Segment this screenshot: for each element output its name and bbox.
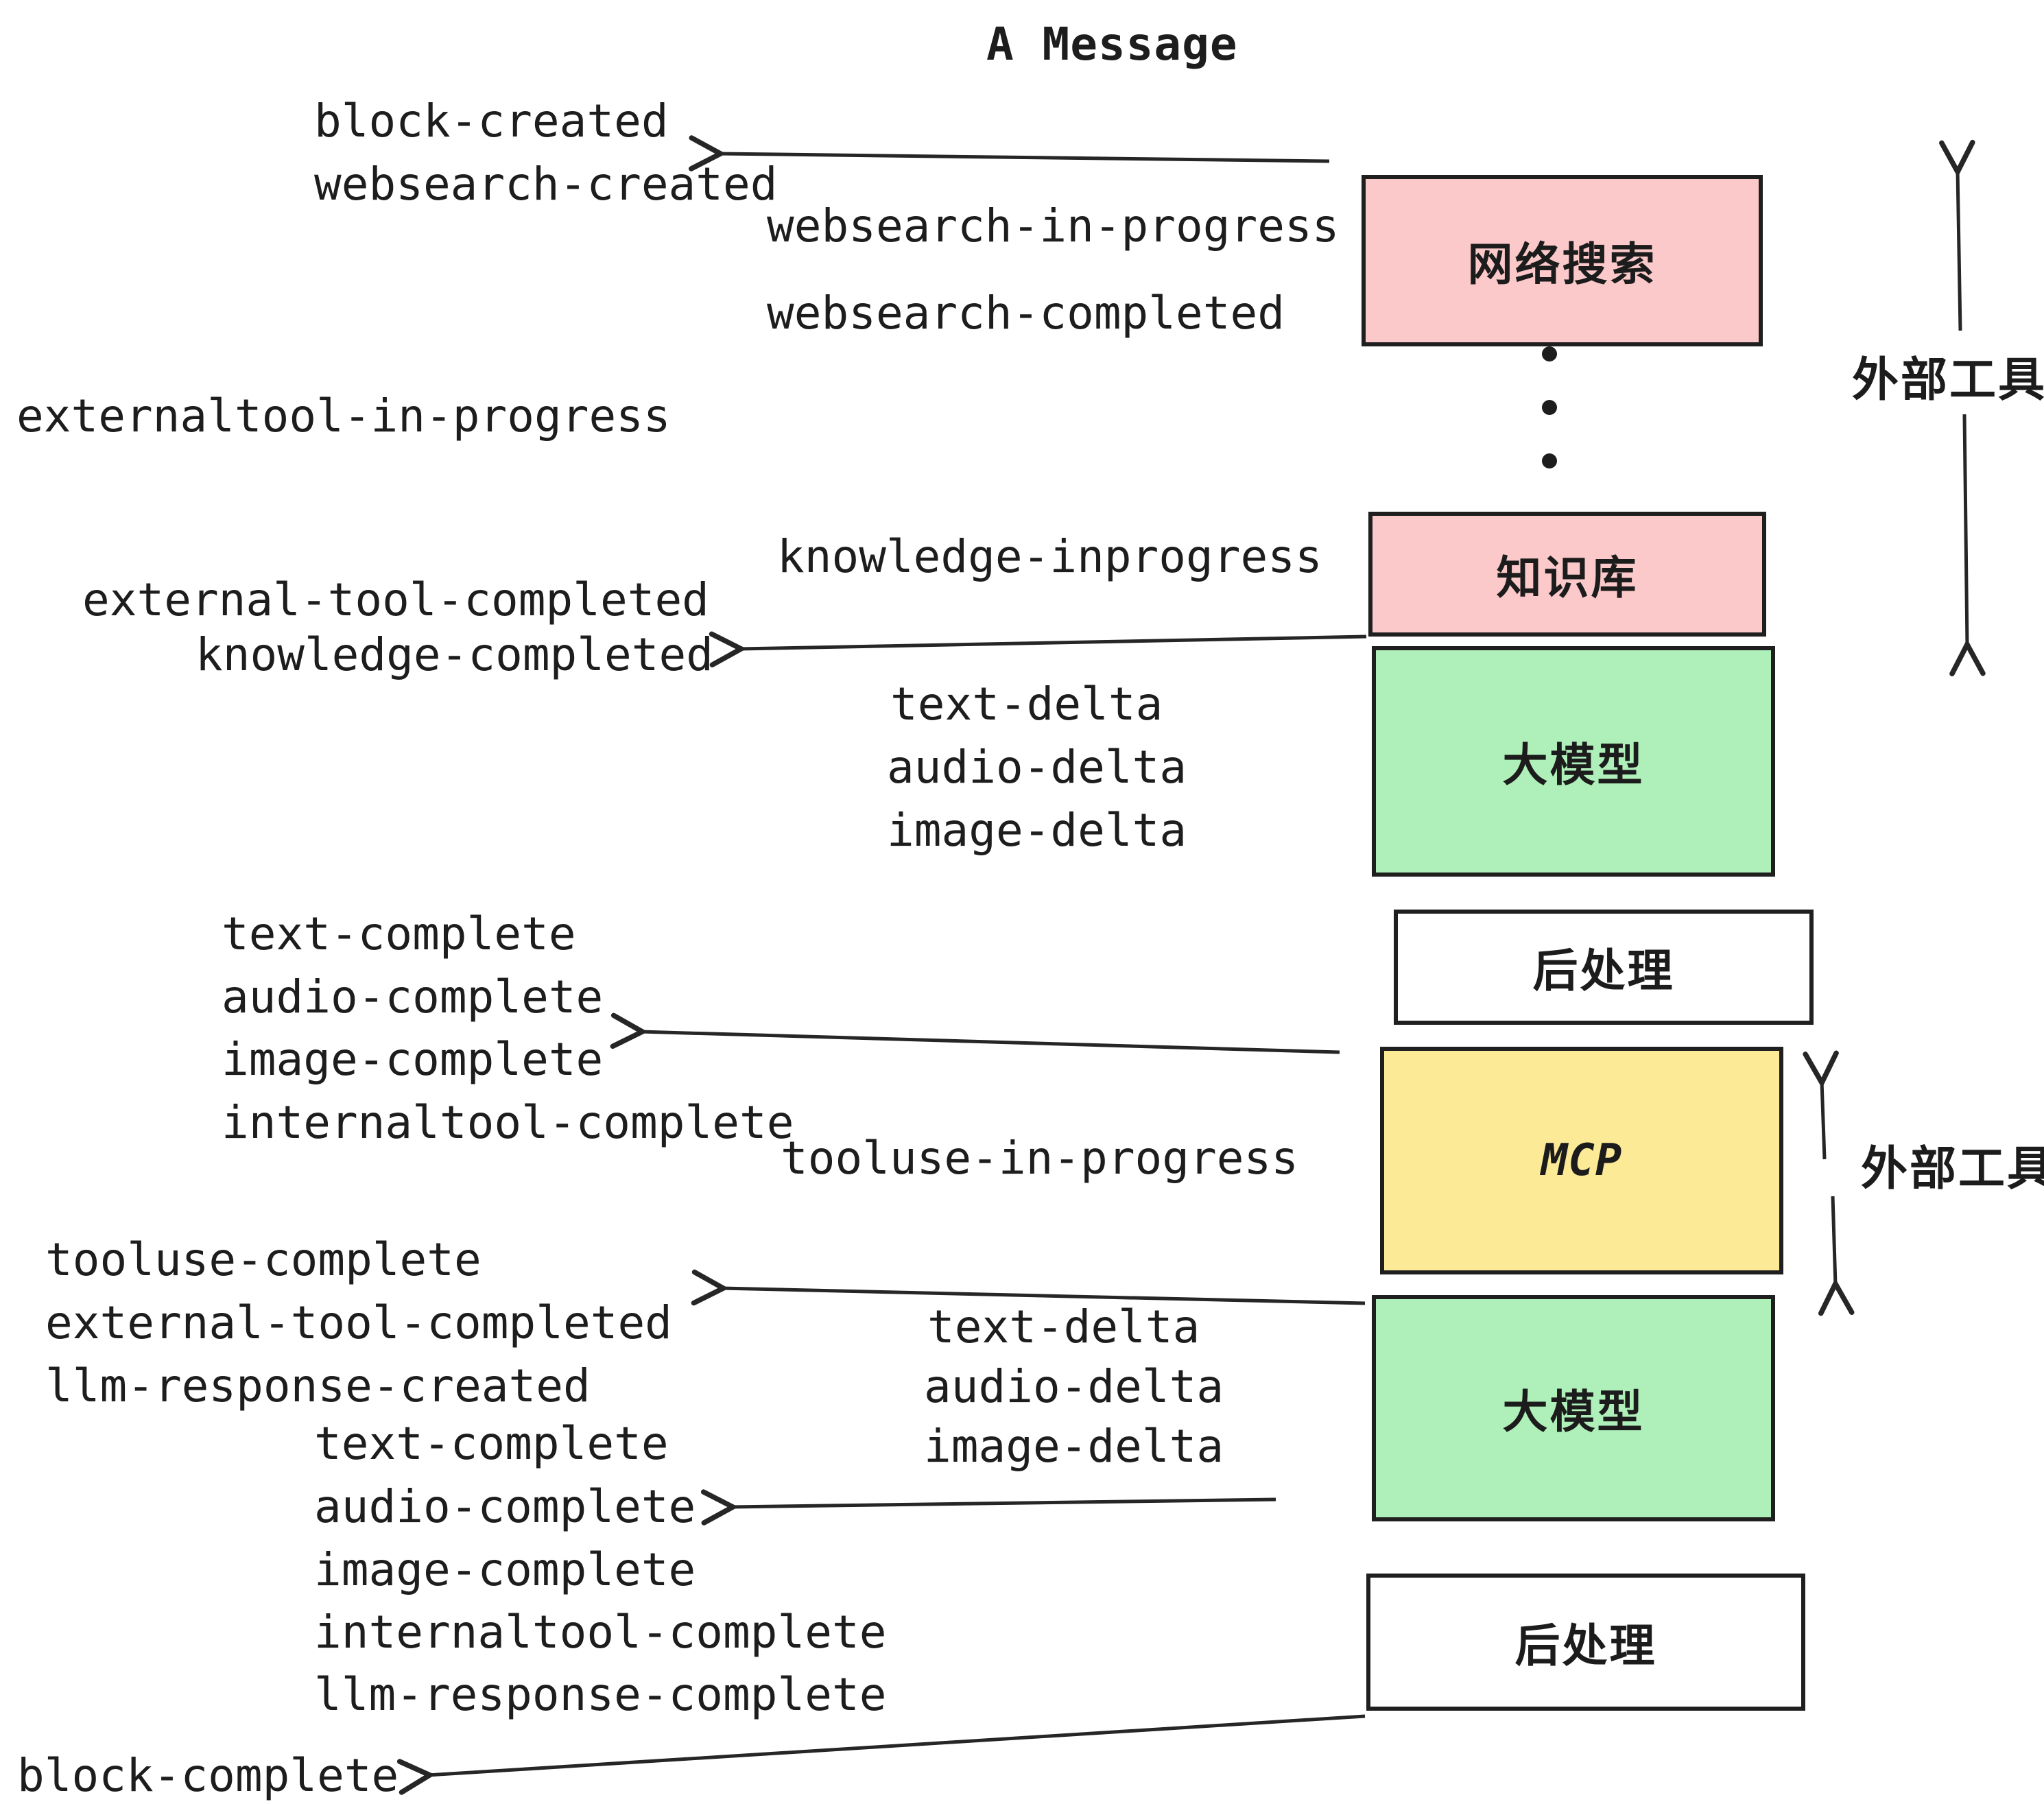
arrow-external-tools-2-up	[1822, 1081, 1825, 1160]
event-image-complete-2: image-complete	[314, 1543, 696, 1596]
event-text-complete-2: text-complete	[314, 1417, 669, 1470]
event-audio-delta-1: audio-delta	[887, 741, 1187, 794]
event-knowledge-inprogress: knowledge-inprogress	[777, 530, 1322, 583]
box-knowledge-label: 知识库	[1496, 551, 1639, 604]
box-post-2: 后处理	[1366, 1574, 1805, 1711]
arrow-external-tools-1-down	[1964, 414, 1967, 646]
arrow-knowledge-completed	[739, 637, 1367, 649]
arrow-block-created	[719, 154, 1330, 161]
event-llm-response-complete: llm-response-complete	[314, 1668, 887, 1721]
event-block-complete: block-complete	[17, 1749, 399, 1802]
external-tools-label-1: 外部工具	[1852, 353, 2044, 407]
box-post-2-label: 后处理	[1514, 1619, 1657, 1672]
event-tooluse-in-progress: tooluse-in-progress	[781, 1132, 1298, 1185]
box-mcp-label: MCP	[1541, 1135, 1623, 1186]
event-llm-response-created: llm-response-created	[45, 1360, 591, 1412]
box-llm-2-label: 大模型	[1502, 1386, 1645, 1438]
event-text-delta-2: text-delta	[927, 1301, 1200, 1353]
box-knowledge: 知识库	[1368, 512, 1766, 637]
arrow-image-complete	[641, 1032, 1340, 1054]
box-llm-2: 大模型	[1372, 1295, 1775, 1521]
event-websearch-in-progress: websearch-in-progress	[767, 200, 1340, 252]
event-image-complete-1: image-complete	[222, 1033, 604, 1086]
event-image-delta-1: image-delta	[887, 804, 1187, 857]
event-external-tool-completed: external-tool-completed	[82, 573, 709, 626]
event-image-delta-2: image-delta	[924, 1420, 1224, 1473]
box-llm-1: 大模型	[1372, 646, 1775, 877]
box-llm-1-label: 大模型	[1502, 739, 1645, 792]
event-internaltool-complete-1: internaltool-complete	[222, 1096, 794, 1149]
vertical-dots-icon	[1542, 346, 1557, 468]
diagram-title: A Message	[986, 18, 1238, 71]
event-internaltool-complete-2: internaltool-complete	[314, 1606, 887, 1659]
event-websearch-created: websearch-created	[314, 158, 778, 211]
event-tooluse-complete: tooluse-complete	[45, 1233, 482, 1286]
event-audio-complete-1: audio-complete	[222, 971, 604, 1023]
external-tools-label-2: 外部工具	[1861, 1142, 2044, 1196]
event-websearch-completed: websearch-completed	[767, 287, 1285, 340]
box-websearch: 网络搜索	[1362, 175, 1763, 346]
box-post-1-label: 后处理	[1532, 945, 1675, 997]
event-block-created: block-created	[314, 95, 669, 147]
event-audio-complete-2: audio-complete	[314, 1480, 696, 1533]
box-websearch-label: 网络搜索	[1467, 238, 1657, 291]
arrow-external-tools-1-up	[1958, 170, 1960, 331]
box-post-1: 后处理	[1394, 910, 1814, 1025]
event-text-delta-1: text-delta	[890, 678, 1163, 731]
arrow-block-complete	[428, 1714, 1366, 1775]
event-audio-delta-2: audio-delta	[924, 1360, 1224, 1413]
event-externaltool-in-progress: externaltool-in-progress	[16, 390, 671, 442]
arrow-external-tools-2-down	[1833, 1196, 1835, 1285]
event-knowledge-completed: knowledge-completed	[195, 628, 713, 681]
arrow-audio-complete	[731, 1499, 1276, 1507]
event-text-complete-1: text-complete	[222, 907, 576, 960]
event-external-tool-completed-2: external-tool-completed	[45, 1296, 672, 1349]
box-mcp: MCP	[1380, 1047, 1783, 1274]
